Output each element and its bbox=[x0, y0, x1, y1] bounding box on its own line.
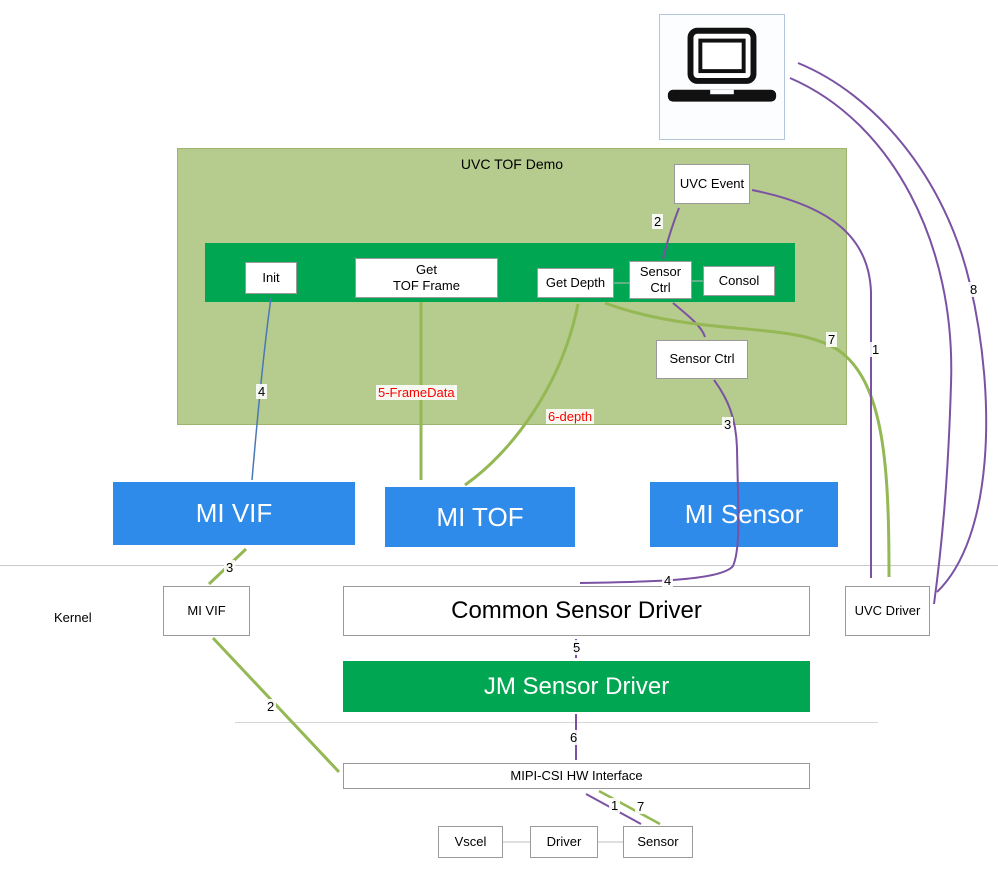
sensor-ctrl-bar-label-line2: Ctrl bbox=[650, 280, 671, 295]
edge-label-step2-uvc-event: 2 bbox=[652, 214, 664, 229]
uvc-event-label: UVC Event bbox=[679, 175, 745, 191]
edge-label-step7-sensor: 7 bbox=[635, 799, 647, 814]
vscel-box: Vscel bbox=[438, 826, 503, 858]
uvc-event-box: UVC Event bbox=[674, 164, 750, 204]
common-sensor-driver-box: Common Sensor Driver bbox=[343, 586, 810, 636]
mi-tof-module-label: MI TOF bbox=[436, 501, 524, 532]
vscel-label: Vscel bbox=[454, 833, 487, 849]
mi-vif-module: MI VIF bbox=[113, 482, 355, 545]
kernel-hw-divider bbox=[235, 722, 878, 723]
edge-label-step6-mipi: 6 bbox=[568, 730, 580, 745]
mi-tof-module: MI TOF bbox=[385, 487, 575, 547]
init-label: Init bbox=[262, 269, 280, 285]
get-tof-frame-label-line1: Get bbox=[416, 261, 437, 277]
demo-function-bar bbox=[205, 243, 795, 302]
mi-vif-kernel-label: MI VIF bbox=[187, 602, 226, 618]
sensor-ctrl-bar-box: Sensor Ctrl bbox=[629, 261, 692, 299]
edge-label-step6-depth: 6-depth bbox=[546, 409, 595, 424]
kernel-label: Kernel bbox=[54, 610, 92, 625]
userspace-kernel-divider bbox=[0, 565, 998, 566]
edge-label-step1-uvc-driver: 1 bbox=[870, 342, 882, 357]
sensor-ctrl-float-box: Sensor Ctrl bbox=[656, 340, 748, 379]
edge-label-step5-jm-driver: 5 bbox=[571, 640, 583, 655]
mi-sensor-module: MI Sensor bbox=[650, 482, 838, 547]
sensor-ctrl-float-label: Sensor Ctrl bbox=[669, 351, 735, 367]
consol-box: Consol bbox=[703, 266, 775, 296]
edge-label-step1-sensor: 1 bbox=[609, 798, 621, 813]
get-depth-label: Get Depth bbox=[545, 274, 606, 290]
get-depth-box: Get Depth bbox=[537, 268, 614, 298]
edge-label-step3-mi-vif: 3 bbox=[224, 560, 236, 575]
edge-label-step7-uvc-driver: 7 bbox=[826, 332, 838, 347]
edge-label-step5-framedata: 5-FrameData bbox=[376, 385, 457, 400]
edge-label-step4-init: 4 bbox=[256, 384, 268, 399]
sensor-box: Sensor bbox=[623, 826, 693, 858]
sensor-ctrl-bar-label-line1: Sensor bbox=[639, 263, 682, 279]
laptop-icon bbox=[667, 27, 777, 102]
uvc-driver-box: UVC Driver bbox=[845, 586, 930, 636]
mipi-csi-label: MIPI-CSI HW Interface bbox=[510, 767, 643, 783]
edge-label-step8-laptop: 8 bbox=[968, 282, 980, 297]
driver-label: Driver bbox=[546, 833, 582, 849]
host-pc-frame bbox=[659, 14, 785, 140]
edge-label-step4-common-driver: 4 bbox=[662, 573, 674, 588]
consol-label: Consol bbox=[718, 272, 760, 288]
driver-box: Driver bbox=[530, 826, 598, 858]
mi-vif-kernel-box: MI VIF bbox=[163, 586, 250, 636]
mipi-csi-box: MIPI-CSI HW Interface bbox=[343, 763, 810, 789]
get-tof-frame-box: Get TOF Frame bbox=[355, 258, 498, 298]
panel-title: UVC TOF Demo bbox=[460, 156, 564, 172]
common-sensor-driver-label: Common Sensor Driver bbox=[451, 597, 702, 624]
mi-vif-module-label: MI VIF bbox=[195, 498, 273, 529]
edge-label-step2-mipi: 2 bbox=[265, 699, 277, 714]
init-box: Init bbox=[245, 262, 297, 294]
jm-sensor-driver-label: JM Sensor Driver bbox=[483, 672, 670, 700]
edge-label-step3-sensor-ctrl: 3 bbox=[722, 417, 734, 432]
jm-sensor-driver-box: JM Sensor Driver bbox=[343, 661, 810, 712]
sensor-label: Sensor bbox=[637, 833, 679, 849]
uvc-driver-label: UVC Driver bbox=[854, 602, 921, 618]
mi-sensor-module-label: MI Sensor bbox=[684, 499, 804, 530]
get-tof-frame-label-line2: TOF Frame bbox=[393, 278, 460, 293]
